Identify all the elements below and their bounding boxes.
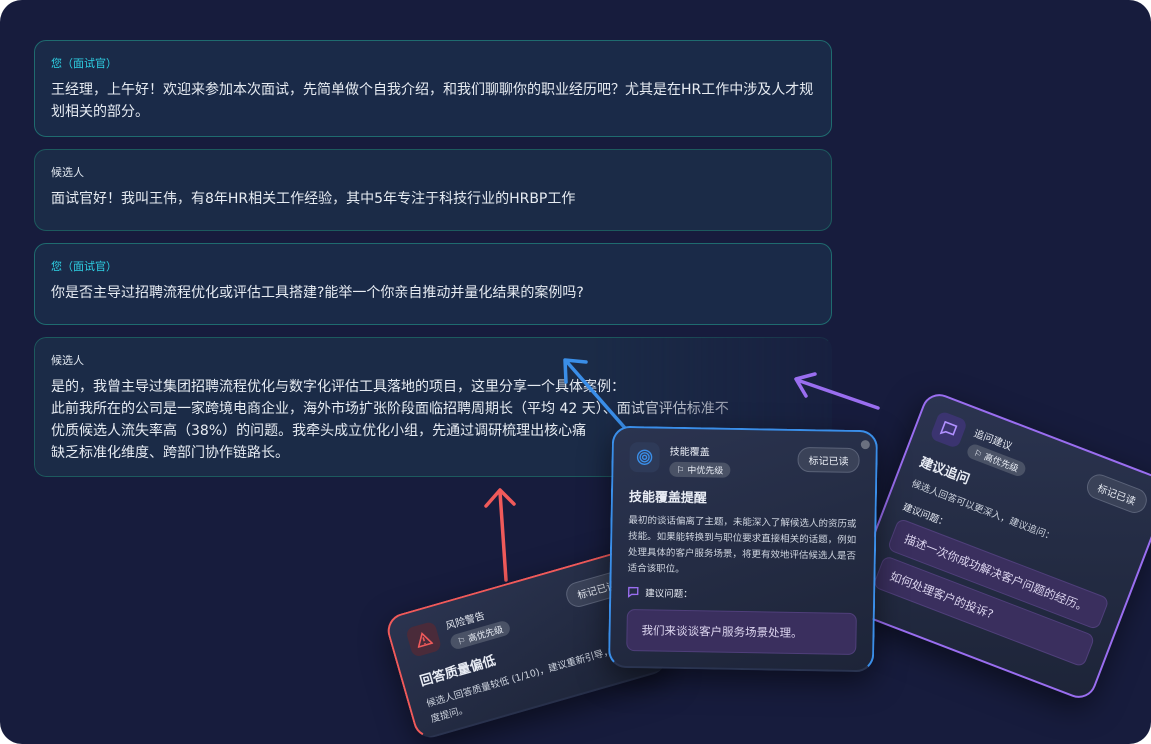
message-text: 面试官好！我叫王伟，有8年HR相关工作经验，其中5年专注于科技行业的HRBP工作 xyxy=(51,191,576,207)
message-line: 此前我所在的公司是一家跨境电商企业，海外市场扩张阶段面临招聘周期长（平均 42 … xyxy=(51,401,729,417)
message-interviewer: 您（面试官） 你是否主导过招聘流程优化或评估工具搭建?能举一个你亲自推动并量化结… xyxy=(34,243,832,325)
message-role: 您（面试官） xyxy=(51,260,117,273)
followup-suggestion-card: 追问建议 ⚐ 高优先级 标记已读 建议追问 候选人回答可以更深入，建议追问： 建… xyxy=(844,388,1151,704)
chat-bubble-icon xyxy=(627,586,639,598)
skill-coverage-card: 技能覆盖 ⚐ 中优先级 标记已读 技能覆盖提醒 最初的谈话偏离了主题，未能深入了… xyxy=(607,425,879,673)
message-role: 候选人 xyxy=(51,354,84,367)
card-body: 最初的谈话偏离了主题，未能深入了解候选人的资历或技能。如果能转换到与职位要求直接… xyxy=(627,514,857,575)
target-icon xyxy=(629,442,660,473)
risk-warning-card: 风险警告 ⚐ 高优先级 标记已读 回答质量偏低 候选人回答质量较低 (1/10)… xyxy=(383,546,671,742)
card-title: 技能覆盖提醒 xyxy=(628,490,708,507)
priority-label: 中优先级 xyxy=(687,466,724,477)
mark-read-button[interactable]: 标记已读 xyxy=(797,446,860,474)
message-line: 缺乏标准化维度、跨部门协作链路长。 xyxy=(51,445,289,461)
chat-bubble-icon xyxy=(929,410,969,450)
purple-arrow xyxy=(794,372,880,410)
message-role: 候选人 xyxy=(51,166,84,179)
message-text: 王经理，上午好！欢迎来参加本次面试，先简单做个自我介绍，和我们聊聊你的职业经历吧… xyxy=(51,82,814,120)
red-arrow xyxy=(484,488,516,582)
priority-badge: ⚐ 中优先级 xyxy=(669,461,731,478)
blue-arrow xyxy=(563,358,627,430)
suggest-label: 建议问题： xyxy=(627,585,857,603)
suggested-question[interactable]: 我们来谈谈客户服务场景处理。 xyxy=(626,608,857,655)
message-line: 优质候选人流失率高（38%）的问题。我牵头成立优化小组，先通过调研梳理出核心痛 xyxy=(51,423,587,439)
message-line: 是的，我曾主导过集团招聘流程优化与数字化评估工具落地的项目，这里分享一个具体案例… xyxy=(51,379,625,395)
message-candidate: 候选人 面试官好！我叫王伟，有8年HR相关工作经验，其中5年专注于科技行业的HR… xyxy=(34,149,832,231)
message-text: 你是否主导过招聘流程优化或评估工具搭建?能举一个你亲自推动并量化结果的案例吗? xyxy=(51,285,584,301)
message-role: 您（面试官） xyxy=(51,57,117,70)
message-interviewer: 您（面试官） 王经理，上午好！欢迎来参加本次面试，先简单做个自我介绍，和我们聊聊… xyxy=(34,40,832,137)
warning-icon xyxy=(405,620,443,658)
suggest-label-text: 建议问题： xyxy=(645,588,693,601)
close-dot[interactable] xyxy=(860,440,870,450)
